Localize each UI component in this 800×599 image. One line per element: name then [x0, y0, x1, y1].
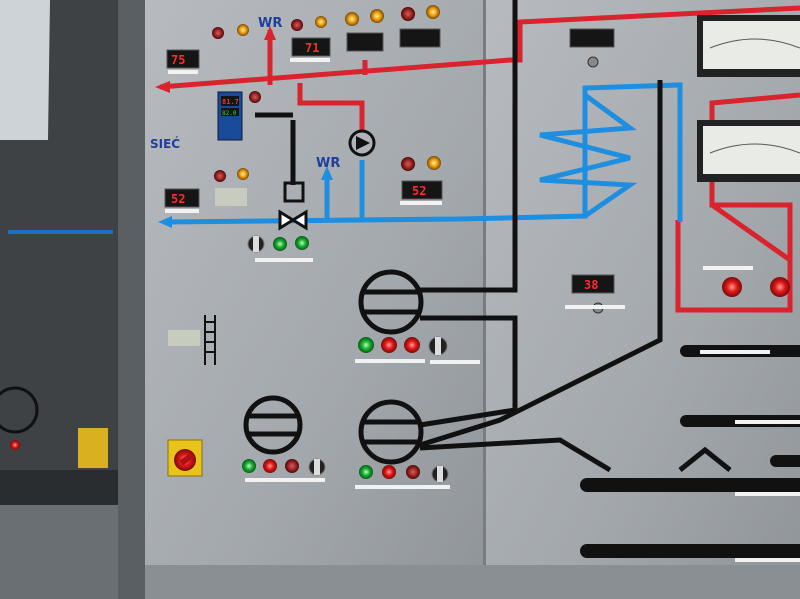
left-red-lamp	[10, 440, 20, 450]
pump-symbol	[348, 129, 376, 157]
readout: 38	[571, 274, 615, 294]
svg-text:82.0: 82.0	[222, 110, 237, 117]
left-fan-symbol	[0, 386, 39, 434]
red-pipe-lines	[159, 5, 800, 313]
svg-text:81.7: 81.7	[222, 98, 239, 106]
fan-symbol	[243, 395, 303, 455]
svg-text:52: 52	[171, 192, 185, 206]
red-push-button[interactable]	[722, 277, 742, 297]
emergency-stop-button[interactable]	[167, 439, 203, 477]
readout: 71	[291, 37, 331, 57]
gauge-meter	[697, 15, 800, 77]
label-plate	[168, 330, 200, 346]
door-edge	[118, 0, 146, 599]
blue-pipe-lines	[164, 82, 683, 225]
siec-label: SIEĆ	[150, 136, 180, 151]
blue-arrow-left	[158, 216, 172, 228]
svg-text:75: 75	[171, 53, 185, 67]
fan-symbol	[358, 399, 424, 465]
black-bars	[580, 345, 800, 558]
svg-text:71: 71	[305, 41, 319, 55]
panel-seam	[483, 0, 486, 599]
gauge-meter	[697, 120, 800, 182]
blue-arrow-up	[321, 166, 333, 180]
readout	[399, 28, 441, 48]
selector-switch[interactable]	[308, 458, 326, 476]
svg-text:52: 52	[412, 184, 426, 198]
black-pipe-lines	[255, 0, 732, 473]
svg-text:38: 38	[584, 278, 598, 292]
selector-switch[interactable]	[431, 465, 449, 483]
main-panel-left	[145, 0, 485, 599]
selector-switch[interactable]	[428, 336, 448, 356]
left-blue-line	[8, 230, 113, 234]
small-knob[interactable]	[587, 56, 599, 68]
label-tags	[165, 58, 800, 562]
main-panel-right	[485, 0, 800, 599]
red-arrow-up	[264, 26, 276, 40]
readout	[346, 32, 384, 52]
readout	[569, 28, 615, 48]
panel-bottom-rail	[145, 565, 800, 599]
selector-switch[interactable]	[247, 235, 265, 253]
fan-symbol	[358, 269, 424, 335]
wr-label-mid: WR	[316, 156, 340, 171]
paper-sheet	[0, 0, 50, 140]
red-push-button[interactable]	[770, 277, 790, 297]
wr-label-top: WR	[258, 16, 282, 31]
label-plate	[215, 188, 247, 206]
readout: 75	[166, 49, 200, 69]
readout: 52	[164, 188, 200, 208]
readout: 52	[401, 180, 443, 200]
indicator-lamp	[212, 5, 441, 479]
left-estop-base	[78, 428, 108, 468]
ladder-symbol	[204, 315, 216, 365]
valve-symbol	[278, 181, 308, 231]
red-arrow-left	[155, 81, 170, 93]
temperature-controller: 81.7 82.0	[217, 91, 243, 141]
